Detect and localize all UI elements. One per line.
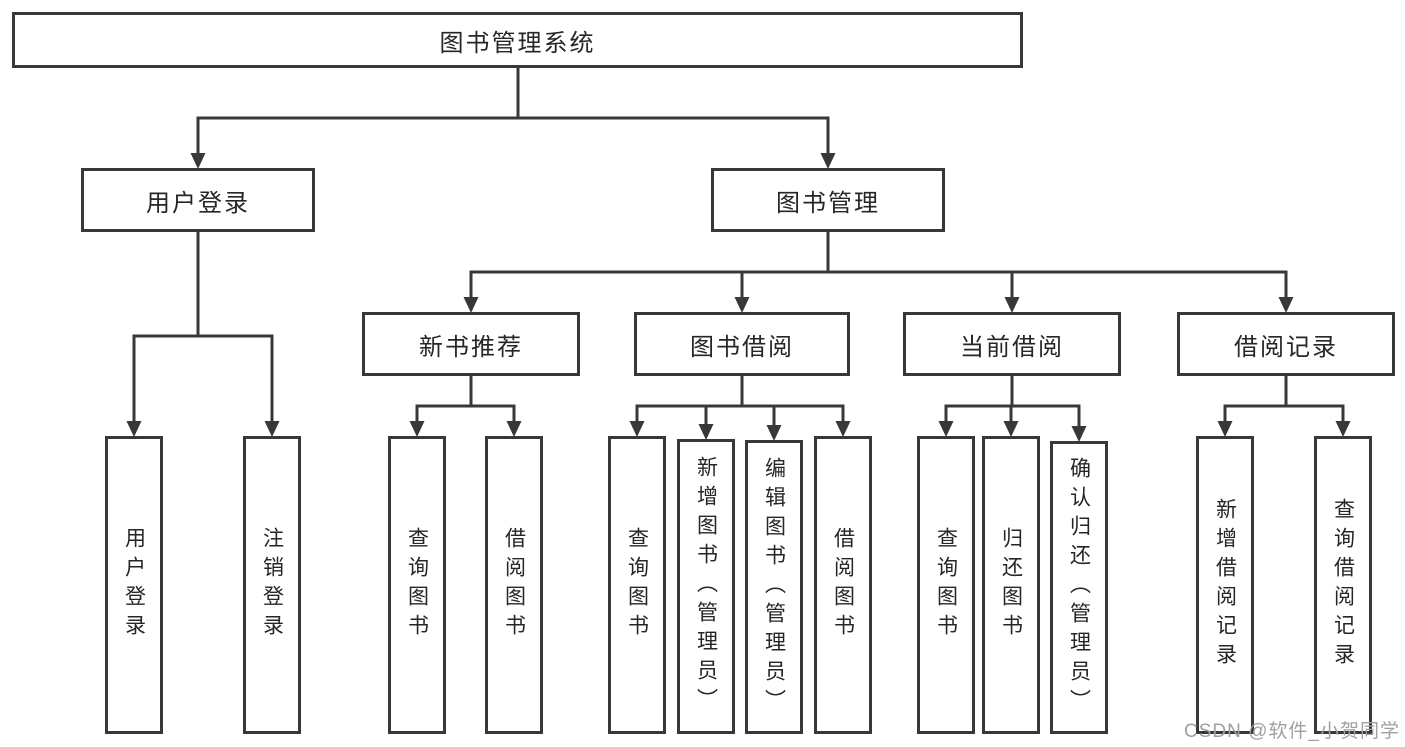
- node-book-management: 图书管理: [711, 168, 945, 232]
- leaf-nb-borrow-books: 借阅图书: [485, 436, 543, 734]
- leaf-br-query-record: 查询借阅记录: [1314, 436, 1372, 734]
- node-user-login-branch-label: 用户登录: [146, 189, 250, 217]
- leaf-nb-query-books-label: 查询图书: [405, 527, 429, 643]
- leaf-nb-borrow-books-label: 借阅图书: [502, 527, 526, 643]
- leaf-bb-add-books: 新增图书（管理员）: [677, 439, 735, 734]
- leaf-br-query-record-label: 查询借阅记录: [1331, 498, 1355, 672]
- leaf-cb-query-books-label: 查询图书: [934, 527, 958, 643]
- node-borrowing-records-label: 借阅记录: [1234, 333, 1338, 361]
- node-current-borrowing-label: 当前借阅: [960, 333, 1064, 361]
- leaf-br-add-record: 新增借阅记录: [1196, 436, 1254, 734]
- node-current-borrowing: 当前借阅: [903, 312, 1121, 376]
- watermark: CSDN @软件_小贺同学: [1184, 721, 1400, 742]
- node-book-borrowing: 图书借阅: [634, 312, 850, 376]
- leaf-bb-edit-books: 编辑图书（管理员）: [745, 440, 803, 734]
- leaf-logout-label: 注销登录: [260, 527, 284, 643]
- leaf-logout: 注销登录: [243, 436, 301, 734]
- leaf-bb-add-books-label: 新增图书（管理员）: [694, 456, 718, 717]
- node-root-label: 图书管理系统: [439, 29, 596, 57]
- node-new-book-recommend: 新书推荐: [362, 312, 580, 376]
- leaf-user-login: 用户登录: [105, 436, 163, 734]
- leaf-bb-borrow-books: 借阅图书: [814, 436, 872, 734]
- node-book-management-label: 图书管理: [776, 189, 880, 217]
- leaf-cb-return-books-label: 归还图书: [999, 527, 1023, 643]
- leaf-cb-confirm-return-label: 确认归还（管理员）: [1067, 457, 1091, 718]
- leaf-cb-query-books: 查询图书: [917, 436, 975, 734]
- node-new-book-recommend-label: 新书推荐: [419, 333, 523, 361]
- leaf-user-login-label: 用户登录: [122, 527, 146, 643]
- node-root: 图书管理系统: [12, 12, 1023, 68]
- leaf-nb-query-books: 查询图书: [388, 436, 446, 734]
- leaf-bb-query-books-label: 查询图书: [625, 527, 649, 643]
- node-user-login-branch: 用户登录: [81, 168, 315, 232]
- leaf-br-add-record-label: 新增借阅记录: [1213, 498, 1237, 672]
- node-book-borrowing-label: 图书借阅: [690, 333, 794, 361]
- leaf-cb-confirm-return: 确认归还（管理员）: [1050, 441, 1108, 734]
- leaf-bb-borrow-books-label: 借阅图书: [831, 527, 855, 643]
- leaf-bb-query-books: 查询图书: [608, 436, 666, 734]
- leaf-cb-return-books: 归还图书: [982, 436, 1040, 734]
- leaf-bb-edit-books-label: 编辑图书（管理员）: [762, 456, 786, 718]
- node-borrowing-records: 借阅记录: [1177, 312, 1395, 376]
